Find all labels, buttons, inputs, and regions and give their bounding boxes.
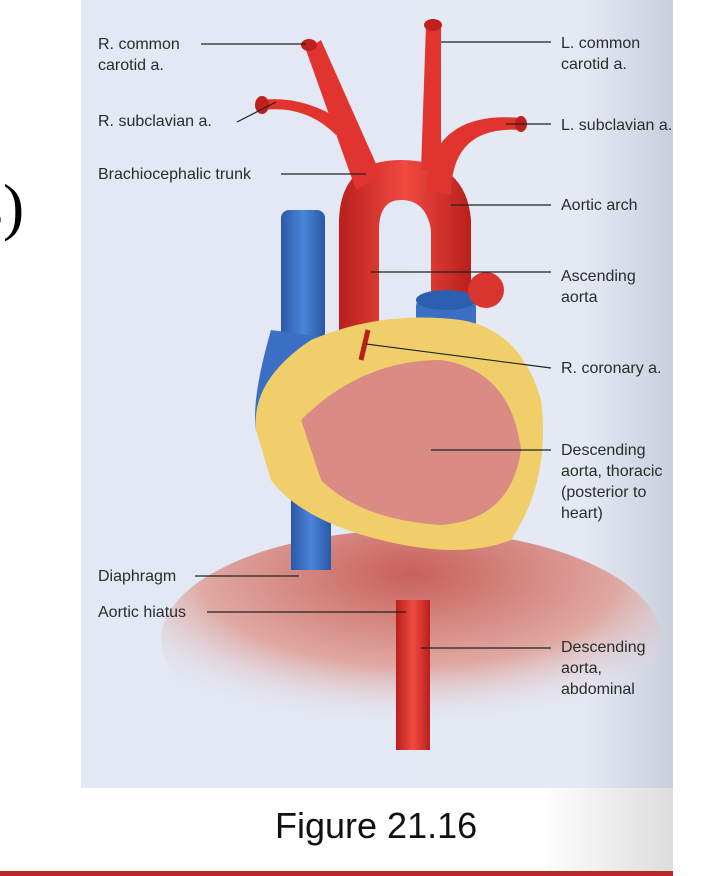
label-r-subclavian: R. subclavian a. xyxy=(98,113,212,130)
right-subclavian xyxy=(261,99,341,135)
label-brachiocephalic-trunk: Brachiocephalic trunk xyxy=(98,166,251,183)
heart-illustration xyxy=(161,19,661,750)
left-subclavian xyxy=(426,117,521,195)
leader-lines xyxy=(195,41,552,649)
label-l-subclavian: L. subclavian a. xyxy=(561,117,673,134)
abdominal-aorta xyxy=(396,600,430,750)
slide-shadow xyxy=(540,788,673,871)
partial-heading: s) xyxy=(0,171,25,242)
superior-vena-cava xyxy=(281,210,325,360)
label-diaphragm: Diaphragm xyxy=(98,568,177,585)
right-coronary xyxy=(358,329,371,361)
brachiocephalic-trunk xyxy=(306,40,381,190)
left-atrial-appendage xyxy=(468,272,504,308)
left-common-carotid xyxy=(421,25,441,170)
label-r-coronary: R. coronary a. xyxy=(561,360,662,377)
accent-bar xyxy=(0,871,673,876)
label-aortic-arch: Aortic arch xyxy=(561,197,638,214)
label-aortic-hiatus: Aortic hiatus xyxy=(98,604,187,621)
figure-caption: Figure 21.16 xyxy=(275,805,478,846)
ventricle-muscle xyxy=(301,360,521,525)
